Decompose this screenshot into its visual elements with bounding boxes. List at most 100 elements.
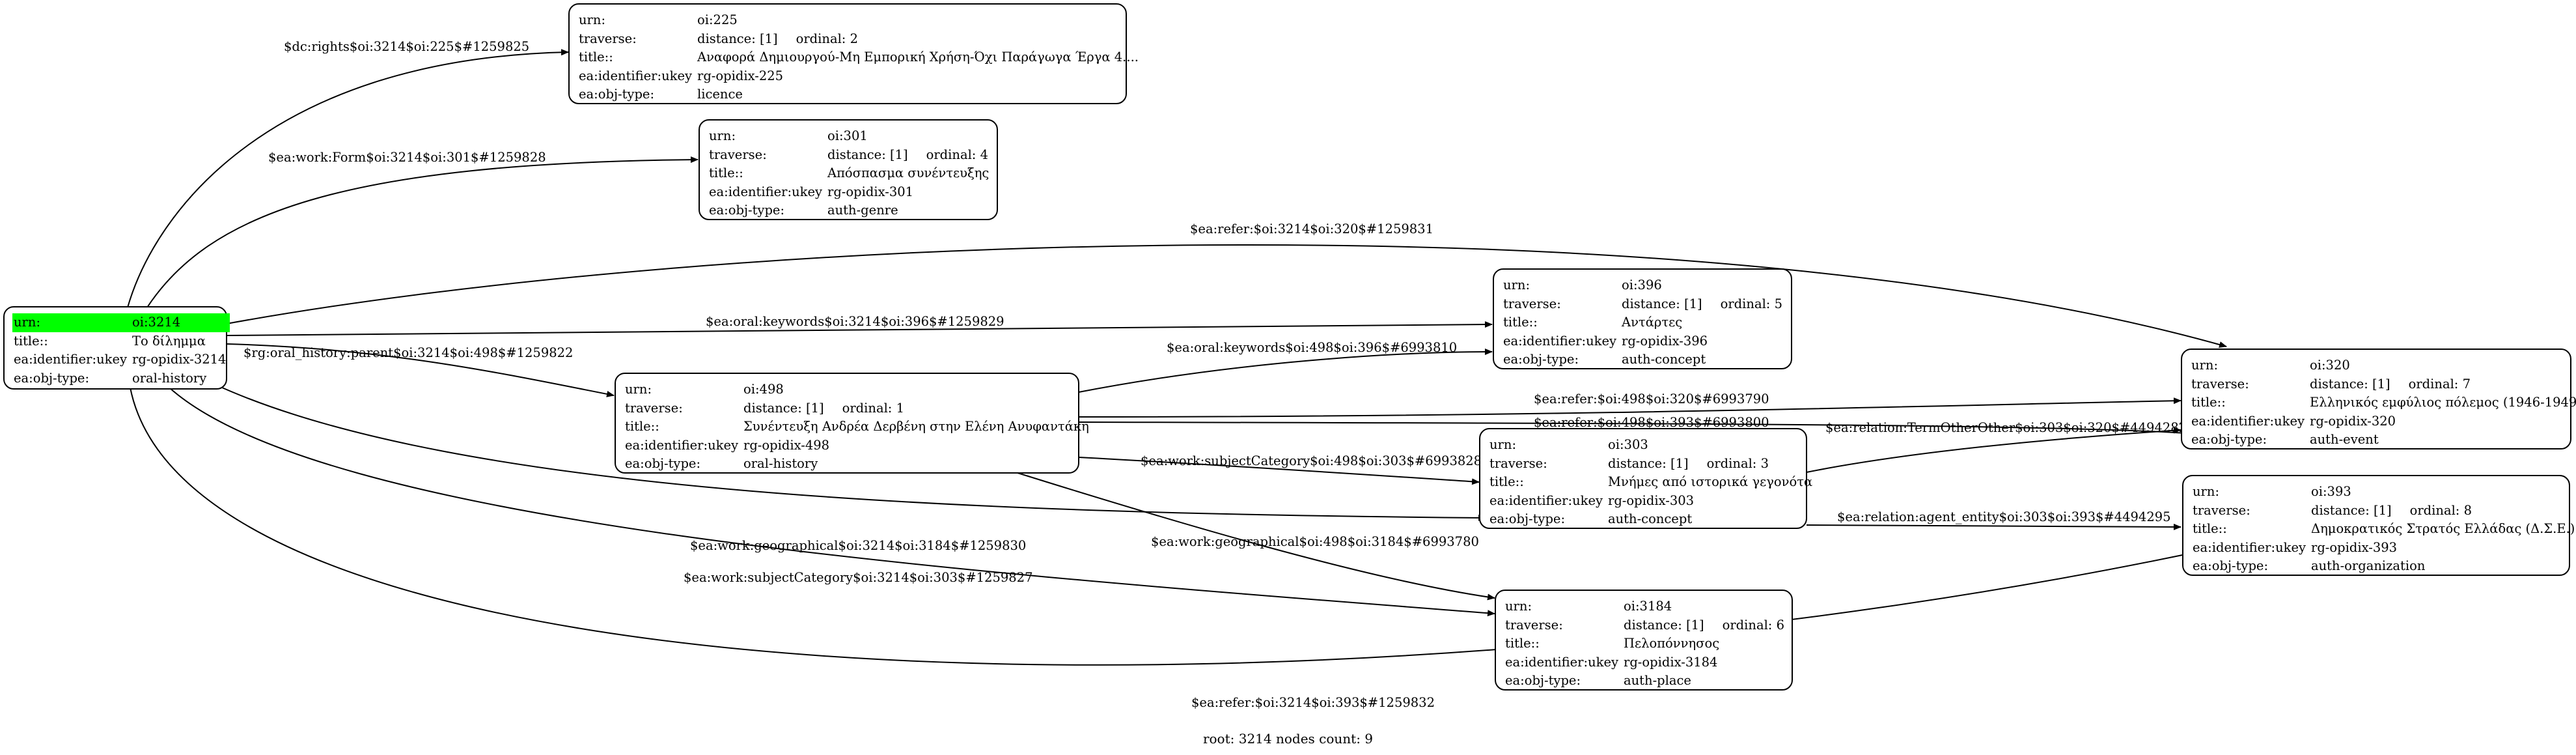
field-value: auth-event [2310, 432, 2379, 447]
field-key: urn: [2191, 358, 2219, 373]
edge-498-396 [1078, 349, 1493, 393]
edge-303-393 [1806, 523, 2181, 530]
field-value: rg-opidix-498 [743, 437, 830, 453]
distance-value: distance: [1] [697, 31, 778, 46]
edge-label: $ea:refer:$oi:498$oi:393$#6993800 [1534, 415, 1769, 430]
distance-value: distance: [1] [2311, 502, 2392, 518]
field-value: oral-history [132, 370, 207, 386]
edge-3214-225 [127, 49, 569, 308]
node-oi-225[interactable]: urn: oi:225 traverse: distance: [1] ordinal… [568, 3, 1139, 104]
field-key: traverse: [2193, 502, 2251, 518]
field-key: urn: [2193, 484, 2220, 499]
edge-label: $ea:refer:$oi:3214$oi:393$#1259832 [1191, 695, 1435, 710]
field-key: ea:identifier:ukey [1489, 492, 1603, 508]
edge-498-320 [1078, 397, 2181, 418]
edge-3214-393 [130, 387, 2214, 666]
field-key: ea:obj-type: [625, 456, 701, 471]
field-value: rg-opidix-303 [1608, 492, 1695, 508]
field-key: ea:identifier:ukey [2191, 413, 2305, 429]
field-key: ea:obj-type: [14, 370, 90, 386]
field-value: rg-opidix-396 [1622, 333, 1708, 349]
field-value: oi:3214 [131, 313, 230, 332]
field-value: licence [697, 87, 743, 102]
field-key: ea:identifier:ukey [2193, 539, 2306, 555]
node-oi-396[interactable]: urn:oi:396 traverse:distance: [1]ordinal… [1493, 268, 1792, 369]
node-oi-320[interactable]: urn:oi:320 traverse:distance: [1]ordinal… [2181, 349, 2576, 449]
edge-label: $ea:refer:$oi:3214$oi:320$#1259831 [1190, 221, 1433, 236]
field-value: auth-concept [1608, 511, 1693, 526]
field-value: Ελληνικός εμφύλιος πόλεμος (1946-1949) [2310, 395, 2576, 410]
field-value: oi:396 [1622, 278, 1662, 292]
node-oi-303[interactable]: urn: oi:303 traverse: distance: [1] ordinal… [1479, 428, 1812, 529]
field-key: ea:obj-type: [1489, 511, 1566, 526]
field-value: Μνήμες από ιστορικά γεγονότα [1608, 474, 1813, 489]
field-value: distance: [1] ordinal: 2 [696, 30, 1143, 49]
field-key: urn: [579, 12, 606, 27]
field-value: Συνέντευξη Ανδρέα Δερβένη στην Ελένη Ανυ… [743, 419, 1089, 434]
field-value: auth-genre [827, 203, 898, 218]
field-key: ea:obj-type: [579, 87, 655, 102]
field-key: ea:obj-type: [1503, 352, 1579, 367]
node-oi-498[interactable]: urn:oi:498 traverse:distance: [1]ordinal… [615, 373, 1089, 474]
field-key: ea:identifier:ukey [14, 352, 127, 367]
ordinal-value: ordinal: 3 [1706, 455, 1769, 471]
field-key: ea:obj-type: [1505, 673, 1581, 688]
edge-label: $dc:rights$oi:3214$oi:225$#1259825 [284, 39, 529, 54]
field-value: distance: [1]ordinal: 5 [1620, 295, 1786, 314]
field-key: title:: [579, 50, 613, 64]
field-key: traverse: [1505, 617, 1563, 633]
field-key: ea:obj-type: [2193, 558, 2269, 573]
ordinal-value: ordinal: 4 [926, 147, 988, 162]
root-highlight-row: urn: oi:3214 [12, 313, 230, 332]
field-value: distance: [1] ordinal: 7 [2308, 375, 2576, 394]
node-oi-3184[interactable]: urn:oi:3184 traverse:distance: [1]ordina… [1495, 590, 1793, 691]
field-value: oi:393 [2311, 484, 2351, 499]
field-key: traverse: [579, 31, 637, 46]
field-value: rg-opidix-3214 [132, 352, 227, 367]
edge-label: $ea:oral:keywords$oi:498$oi:396$#6993810 [1167, 340, 1457, 355]
field-key: ea:obj-type: [2191, 432, 2267, 447]
field-key: traverse: [1489, 455, 1547, 471]
node-root-oi-3214[interactable]: urn: oi:3214 title:: Το δίλημμα ea:ident… [3, 306, 230, 390]
distance-value: distance: [1] [2310, 376, 2390, 392]
field-value: oi:303 [1608, 437, 1648, 452]
edge-3214-320 [226, 244, 2227, 348]
field-key: title:: [1489, 474, 1524, 489]
field-key: urn: [1489, 437, 1517, 452]
field-key: urn: [709, 128, 736, 143]
edge-498-393 [1078, 421, 2214, 438]
field-key: urn: [625, 382, 652, 397]
distance-value: distance: [1] [827, 147, 908, 162]
field-value: oi:3184 [1624, 599, 1672, 614]
field-key: ea:obj-type: [709, 203, 785, 218]
node-oi-301[interactable]: urn:oi:301 traverse:distance: [1]ordinal… [699, 119, 998, 220]
node-oi-393[interactable]: urn:oi:393 traverse:distance: [1]ordinal… [2182, 475, 2575, 576]
edge-label: $ea:work:geographical$oi:3214$oi:3184$#1… [690, 538, 1026, 553]
field-key: title:: [2193, 521, 2227, 536]
field-value: distance: [1]ordinal: 1 [742, 399, 1093, 418]
distance-value: distance: [1] [1608, 455, 1689, 471]
field-value: Αναφορά Δημιουργού-Μη Εμπορική Χρήση-Όχι… [697, 50, 1139, 64]
field-key: title:: [1503, 315, 1538, 330]
ordinal-value: ordinal: 2 [796, 31, 858, 46]
field-key: ea:identifier:ukey [579, 68, 692, 83]
field-value: Απόσπασμα συνέντευξης [827, 165, 990, 180]
field-value: oi:301 [827, 128, 868, 143]
field-value: rg-opidix-393 [2311, 539, 2398, 555]
field-key: traverse: [625, 400, 683, 416]
field-key: urn: [12, 313, 131, 332]
field-key: title:: [709, 165, 743, 180]
field-key: ea:identifier:ukey [1503, 333, 1616, 349]
ordinal-value: ordinal: 6 [1722, 617, 1784, 633]
field-value: Δημοκρατικός Στρατός Ελλάδας (Δ.Σ.Ε.) [2311, 521, 2575, 536]
edge-label: $ea:work:subjectCategory$oi:498$oi:303$#… [1141, 453, 1482, 468]
ordinal-value: ordinal: 7 [2408, 376, 2471, 392]
edge-label: $ea:relation:TermOtherOther$oi:303$oi:32… [1825, 420, 2187, 435]
field-key: ea:identifier:ukey [1505, 654, 1618, 670]
field-key: traverse: [1503, 296, 1561, 311]
edge-label: $ea:relation:agent_entity$oi:303$oi:393$… [1837, 509, 2171, 524]
field-value: oi:225 [697, 12, 738, 27]
field-value: oi:498 [743, 382, 784, 397]
graph-footer: root: 3214 nodes count: 9 [1202, 731, 1374, 747]
edge-3214-303 [214, 384, 1486, 521]
